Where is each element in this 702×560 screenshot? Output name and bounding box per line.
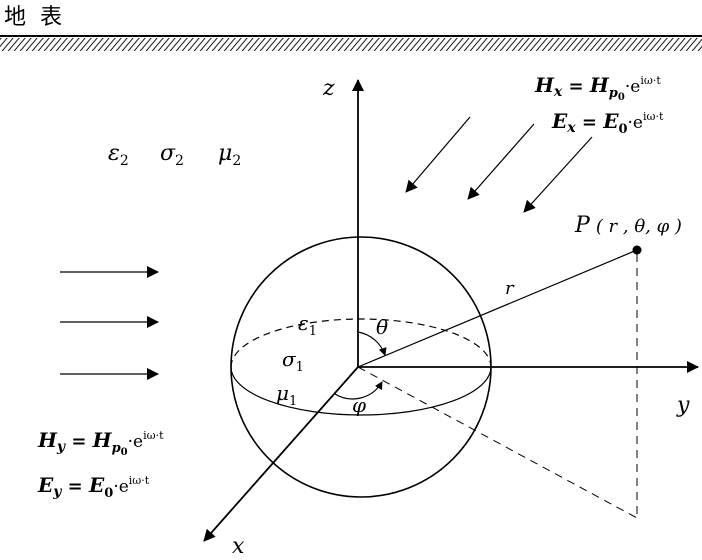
y-axis-label: y bbox=[676, 393, 690, 418]
z-axis-label: z bbox=[322, 76, 335, 101]
phi-label: φ bbox=[352, 393, 366, 417]
incident-arrows-horizontal bbox=[60, 266, 159, 380]
inner-medium-eps: ε1 bbox=[298, 311, 317, 339]
radius-label: r bbox=[505, 278, 515, 299]
outer-medium-mu: μ2 bbox=[218, 141, 241, 169]
equator-front bbox=[230, 366, 492, 416]
inner-medium-sigma: σ1 bbox=[282, 347, 304, 375]
x-axis-label: x bbox=[232, 534, 245, 559]
surface-label: 地 表 bbox=[4, 5, 62, 30]
eq-ex: Ex = E0·eiω·t bbox=[551, 109, 664, 137]
point-p-dot bbox=[632, 245, 642, 255]
point-p-label: P( r , θ, φ ) bbox=[574, 213, 682, 238]
projection-horizontal bbox=[357, 366, 638, 519]
wave-arrow-diagonal bbox=[405, 116, 471, 193]
wave-arrow-diagonal bbox=[467, 123, 535, 200]
inner-medium-mu: μ1 bbox=[276, 381, 297, 409]
eq-ey: Ey = E0·eiω·t bbox=[37, 473, 150, 501]
theta-arc bbox=[357, 331, 387, 356]
ground-surface bbox=[0, 35, 702, 51]
x-axis bbox=[203, 366, 359, 542]
outer-medium-eps: ε2 bbox=[108, 141, 129, 169]
phi-arc bbox=[334, 381, 383, 400]
eq-hy: Hy = Hp0·eiω·t bbox=[37, 428, 164, 458]
equator-back bbox=[230, 318, 492, 368]
eq-hx: Hx = Hp0·eiω·t bbox=[534, 73, 661, 103]
theta-label: θ bbox=[376, 315, 388, 339]
outer-medium-sigma: σ2 bbox=[160, 141, 184, 169]
radius-line bbox=[357, 249, 638, 368]
incident-arrows-diagonal bbox=[405, 116, 593, 213]
surface-hatching bbox=[0, 38, 702, 51]
wave-arrow-diagonal bbox=[523, 136, 593, 213]
